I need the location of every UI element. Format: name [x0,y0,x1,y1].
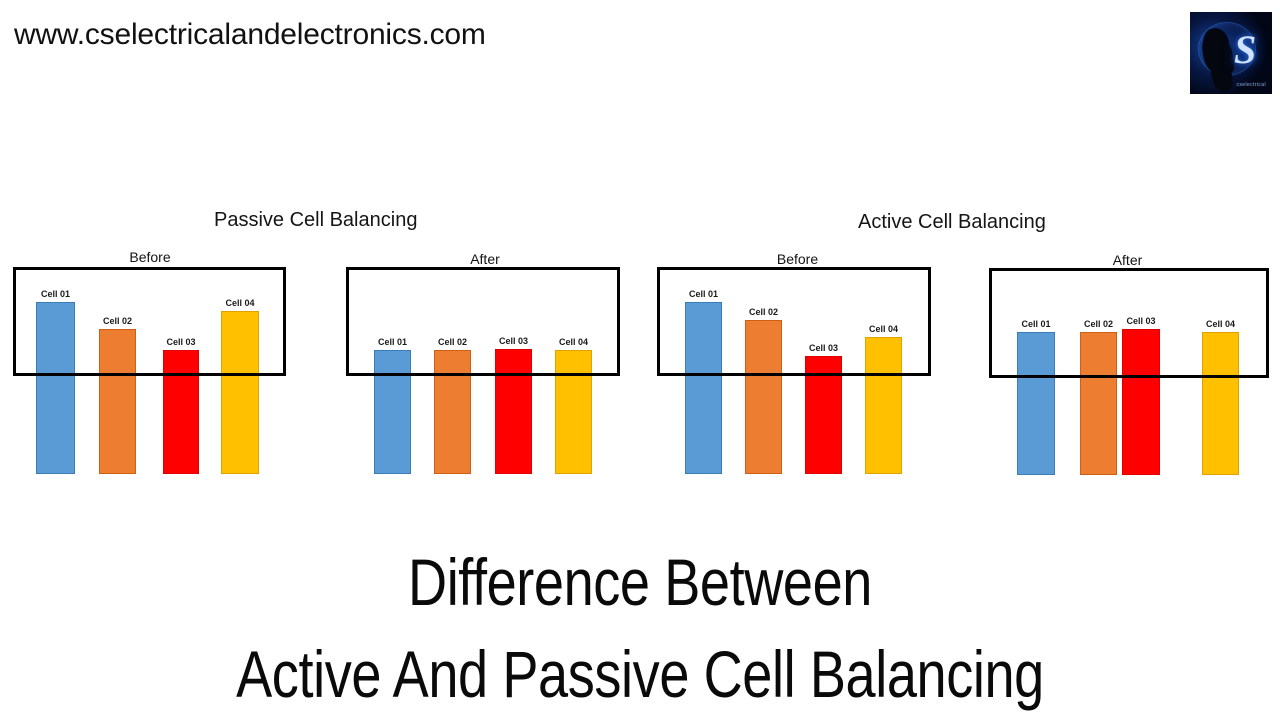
bar-cell-04: Cell 04 [221,298,259,474]
bar-cell-03: Cell 03 [163,337,199,474]
bar-label: Cell 03 [1126,316,1156,326]
site-url: www.cselectricalandelectronics.com [14,18,486,51]
bar-fill [36,302,75,474]
chart-caption: Before [129,249,171,265]
bar-fill [1080,332,1117,475]
bar-label: Cell 01 [1021,319,1051,329]
bar-cell-02: Cell 02 [745,307,782,474]
bar-label: Cell 02 [102,316,133,326]
bar-cell-01: Cell 01 [685,289,722,474]
bar-label: Cell 04 [868,324,899,334]
bar-fill [1017,332,1055,475]
chart-plot-area: Cell 01 Cell 02 Cell 03 Cell 04 [980,270,1275,477]
logo-tagline: cselectrical [1236,82,1266,88]
section-heading-passive: Passive Cell Balancing [214,209,418,231]
bar-label: Cell 01 [688,289,719,299]
bar-fill [745,320,782,474]
bar-cell-02: Cell 02 [1080,319,1117,475]
section-heading-active: Active Cell Balancing [858,211,1046,233]
bar-label: Cell 03 [166,337,196,347]
bar-cell-01: Cell 01 [1017,319,1055,475]
bar-cell-02: Cell 02 [99,316,136,474]
bar-cell-04: Cell 04 [865,324,902,474]
bar-fill [163,350,199,474]
bar-label: Cell 04 [1205,319,1236,329]
bar-fill [1202,332,1239,475]
bar-label: Cell 02 [1083,319,1114,329]
chart-caption: After [1112,252,1143,268]
bar-fill [685,302,722,474]
bar-fill [865,337,902,474]
bar-cell-02: Cell 02 [434,337,471,474]
bar-label: Cell 03 [498,336,529,346]
bar-fill [805,356,842,474]
bar-cell-03: Cell 03 [805,343,842,474]
main-title-line-2: Active And Passive Cell Balancing [236,637,1044,711]
bar-cell-01: Cell 01 [36,289,75,474]
main-title: Difference Between Active And Passive Ce… [115,536,1165,720]
bar-cell-03: Cell 03 [495,336,532,474]
main-title-line-1: Difference Between [408,545,872,619]
bar-cell-04: Cell 04 [1202,319,1239,475]
chart-caption: After [470,251,500,267]
bar-cell-01: Cell 01 [374,337,411,474]
bar-fill [1122,329,1160,475]
chart-active-before: Before Cell 01 Cell 02 Cell 03 Cell 04 [650,251,945,491]
chart-plot-area: Cell 01 Cell 02 Cell 03 Cell 04 [340,269,630,476]
chart-caption: Before [776,251,819,267]
bar-label: Cell 01 [377,337,408,347]
bar-label: Cell 02 [748,307,779,317]
bar-label: Cell 02 [437,337,468,347]
bar-label: Cell 04 [558,337,589,347]
bar-fill [374,350,411,474]
bar-cell-04: Cell 04 [555,337,592,474]
chart-active-after: After Cell 01 Cell 02 Cell 03 Cell 04 [980,252,1275,492]
bar-label: Cell 03 [808,343,839,353]
bar-label: Cell 04 [225,298,255,308]
logo-letter-s: S [1234,27,1257,72]
bar-fill [495,349,532,474]
chart-plot-area: Cell 01 Cell 02 Cell 03 Cell 04 [650,269,945,476]
chart-passive-after: After Cell 01 Cell 02 Cell 03 Cell 04 [340,251,630,491]
bar-cell-03: Cell 03 [1122,316,1160,475]
bar-fill [434,350,471,474]
site-logo: S cselectrical [1190,12,1272,94]
bar-fill [221,311,259,474]
bar-fill [555,350,592,474]
bar-fill [99,329,136,474]
chart-plot-area: Cell 01 Cell 02 Cell 03 Cell 04 [0,267,300,474]
chart-passive-before: Before Cell 01 Cell 02 Cell 03 Cell 04 [0,249,300,489]
bar-label: Cell 01 [40,289,71,299]
